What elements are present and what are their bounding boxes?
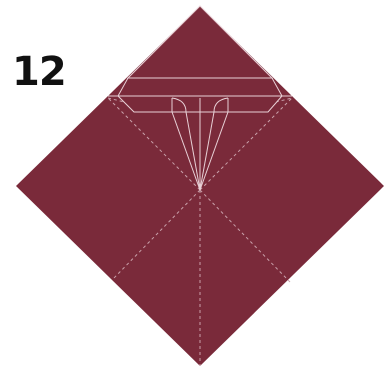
flap-band (118, 78, 282, 96)
flap-triangle (128, 6, 272, 78)
top-flap (118, 6, 282, 112)
